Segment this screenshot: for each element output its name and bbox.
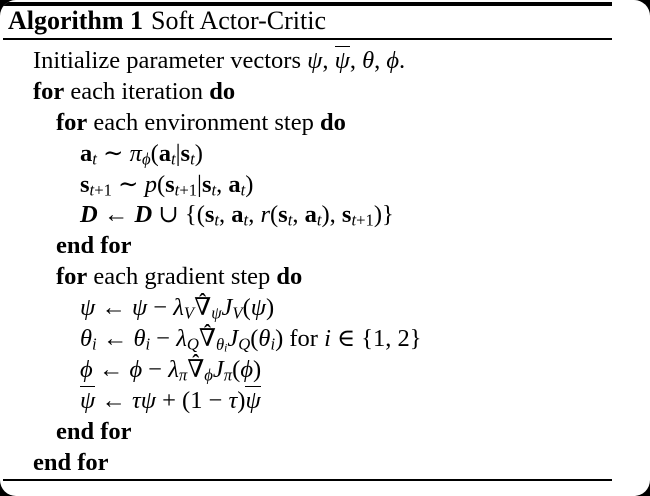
algorithm-line: for each gradient step do — [56, 263, 303, 291]
algorithm-line: st+1 ∼ p(st+1|st, at) — [80, 170, 254, 200]
algorithm-line: Initialize parameter vectors ψ, ψ, θ, ϕ. — [33, 46, 406, 74]
algorithm-body: Initialize parameter vectors ψ, ψ, θ, ϕ.… — [0, 46, 650, 478]
algorithm-line: for each environment step do — [56, 108, 346, 136]
algorithm-line: end for — [33, 448, 109, 476]
header-rule — [3, 38, 612, 40]
algorithm-line: end for — [56, 417, 132, 445]
algorithm-title: Soft Actor-Critic — [151, 6, 327, 35]
top-rule — [3, 2, 612, 6]
algorithm-label: Algorithm 1 — [8, 6, 144, 35]
algorithm-line: ψ ← τψ + (1 − τ)ψ — [80, 385, 261, 414]
bottom-rule — [3, 479, 612, 481]
algorithm-line: D ← D ∪ {(st, at, r(st, at), st+1)} — [80, 201, 394, 231]
algorithm-line: for each iteration do — [33, 77, 236, 105]
algorithm-line: end for — [56, 232, 132, 260]
algorithm-line: at ∼ πϕ(at|st) — [80, 139, 203, 169]
